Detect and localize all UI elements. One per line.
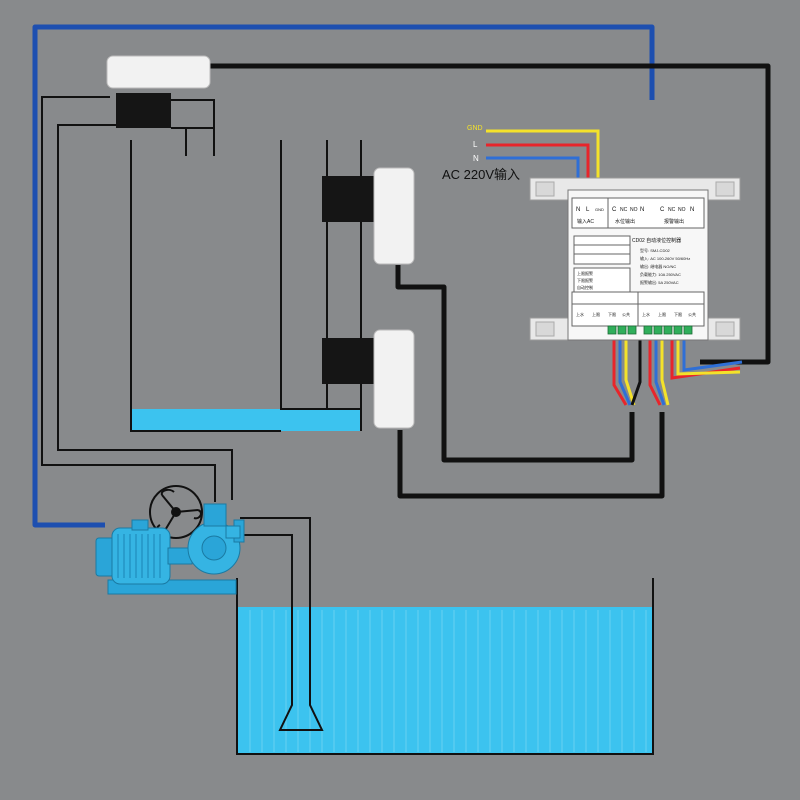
controller-spec-0: 型号: SMJ-CD02: [640, 247, 671, 253]
bottom-label-7: 公共: [688, 311, 696, 317]
bottom-label-5: 上限: [658, 311, 666, 317]
top-level-sensor: [106, 55, 211, 128]
controller-left-2: 自动控制: [577, 284, 593, 290]
wire-label-gnd: GND: [467, 125, 483, 132]
upper-limit-sensor: [322, 167, 415, 265]
terminal-group-level: 水位输出: [615, 218, 635, 225]
controller-spec-3: 负载能力: 10A 250VAC: [640, 271, 681, 277]
controller-left-0: 上限报警: [577, 270, 593, 276]
terminal-top-no1: NO: [630, 207, 638, 213]
wire-label-l: L: [473, 140, 478, 149]
blue-pump-wire: [32, 24, 655, 528]
terminal-top-n1: N: [640, 207, 644, 213]
terminal-top-c2: C: [660, 207, 665, 213]
terminal-top-c1: C: [612, 207, 617, 213]
terminal-top-n2: N: [690, 207, 694, 213]
terminal-top-nc2: NC: [668, 207, 676, 213]
lower-reservoir: [236, 578, 654, 755]
bottom-label-3: 公共: [622, 311, 630, 317]
terminal-top-l: L: [586, 207, 590, 213]
controller-output-wires: [612, 340, 743, 406]
ac-input-title: AC 220V输入: [442, 167, 520, 182]
bottom-label-2: 下限: [608, 311, 616, 317]
lower-limit-sensor: [322, 329, 415, 429]
level-controller: N L GND 输入AC C NC NO N C NC NO N 水位输出 报警…: [529, 177, 741, 341]
bottom-label-0: 上水: [576, 311, 584, 317]
terminal-group-alarm: 报警输出: [664, 218, 684, 225]
wire-label-n: N: [473, 154, 479, 163]
discharge-pipe: [41, 96, 233, 502]
screw-terminals-bottom: [607, 325, 693, 335]
terminal-top-no2: NO: [678, 207, 686, 213]
centrifugal-pump-icon: [95, 503, 245, 595]
controller-spec-2: 输出: 继电器 NO/NC: [640, 263, 676, 269]
controller-model: CD02 自动液位控制器: [632, 237, 681, 244]
bottom-label-1: 上限: [592, 311, 600, 317]
suction-pipe: [240, 517, 324, 731]
bottom-label-6: 下限: [674, 311, 682, 317]
terminal-top-n: N: [576, 207, 580, 213]
valve-handwheel-icon: [149, 485, 203, 539]
bottom-label-4: 上水: [642, 311, 650, 317]
controller-spec-4: 报警输出: 5A 250VAC: [640, 279, 679, 285]
terminal-group-input: 输入AC: [577, 218, 594, 225]
terminal-top-nc1: NC: [620, 207, 628, 213]
ac-input-labels: GND L N AC 220V输入: [442, 125, 520, 182]
controller-spec-1: 输入: AC 100-260V 50/60Hz: [640, 255, 690, 261]
controller-left-1: 下限报警: [577, 277, 593, 283]
terminal-top-gnd: GND: [595, 207, 604, 212]
